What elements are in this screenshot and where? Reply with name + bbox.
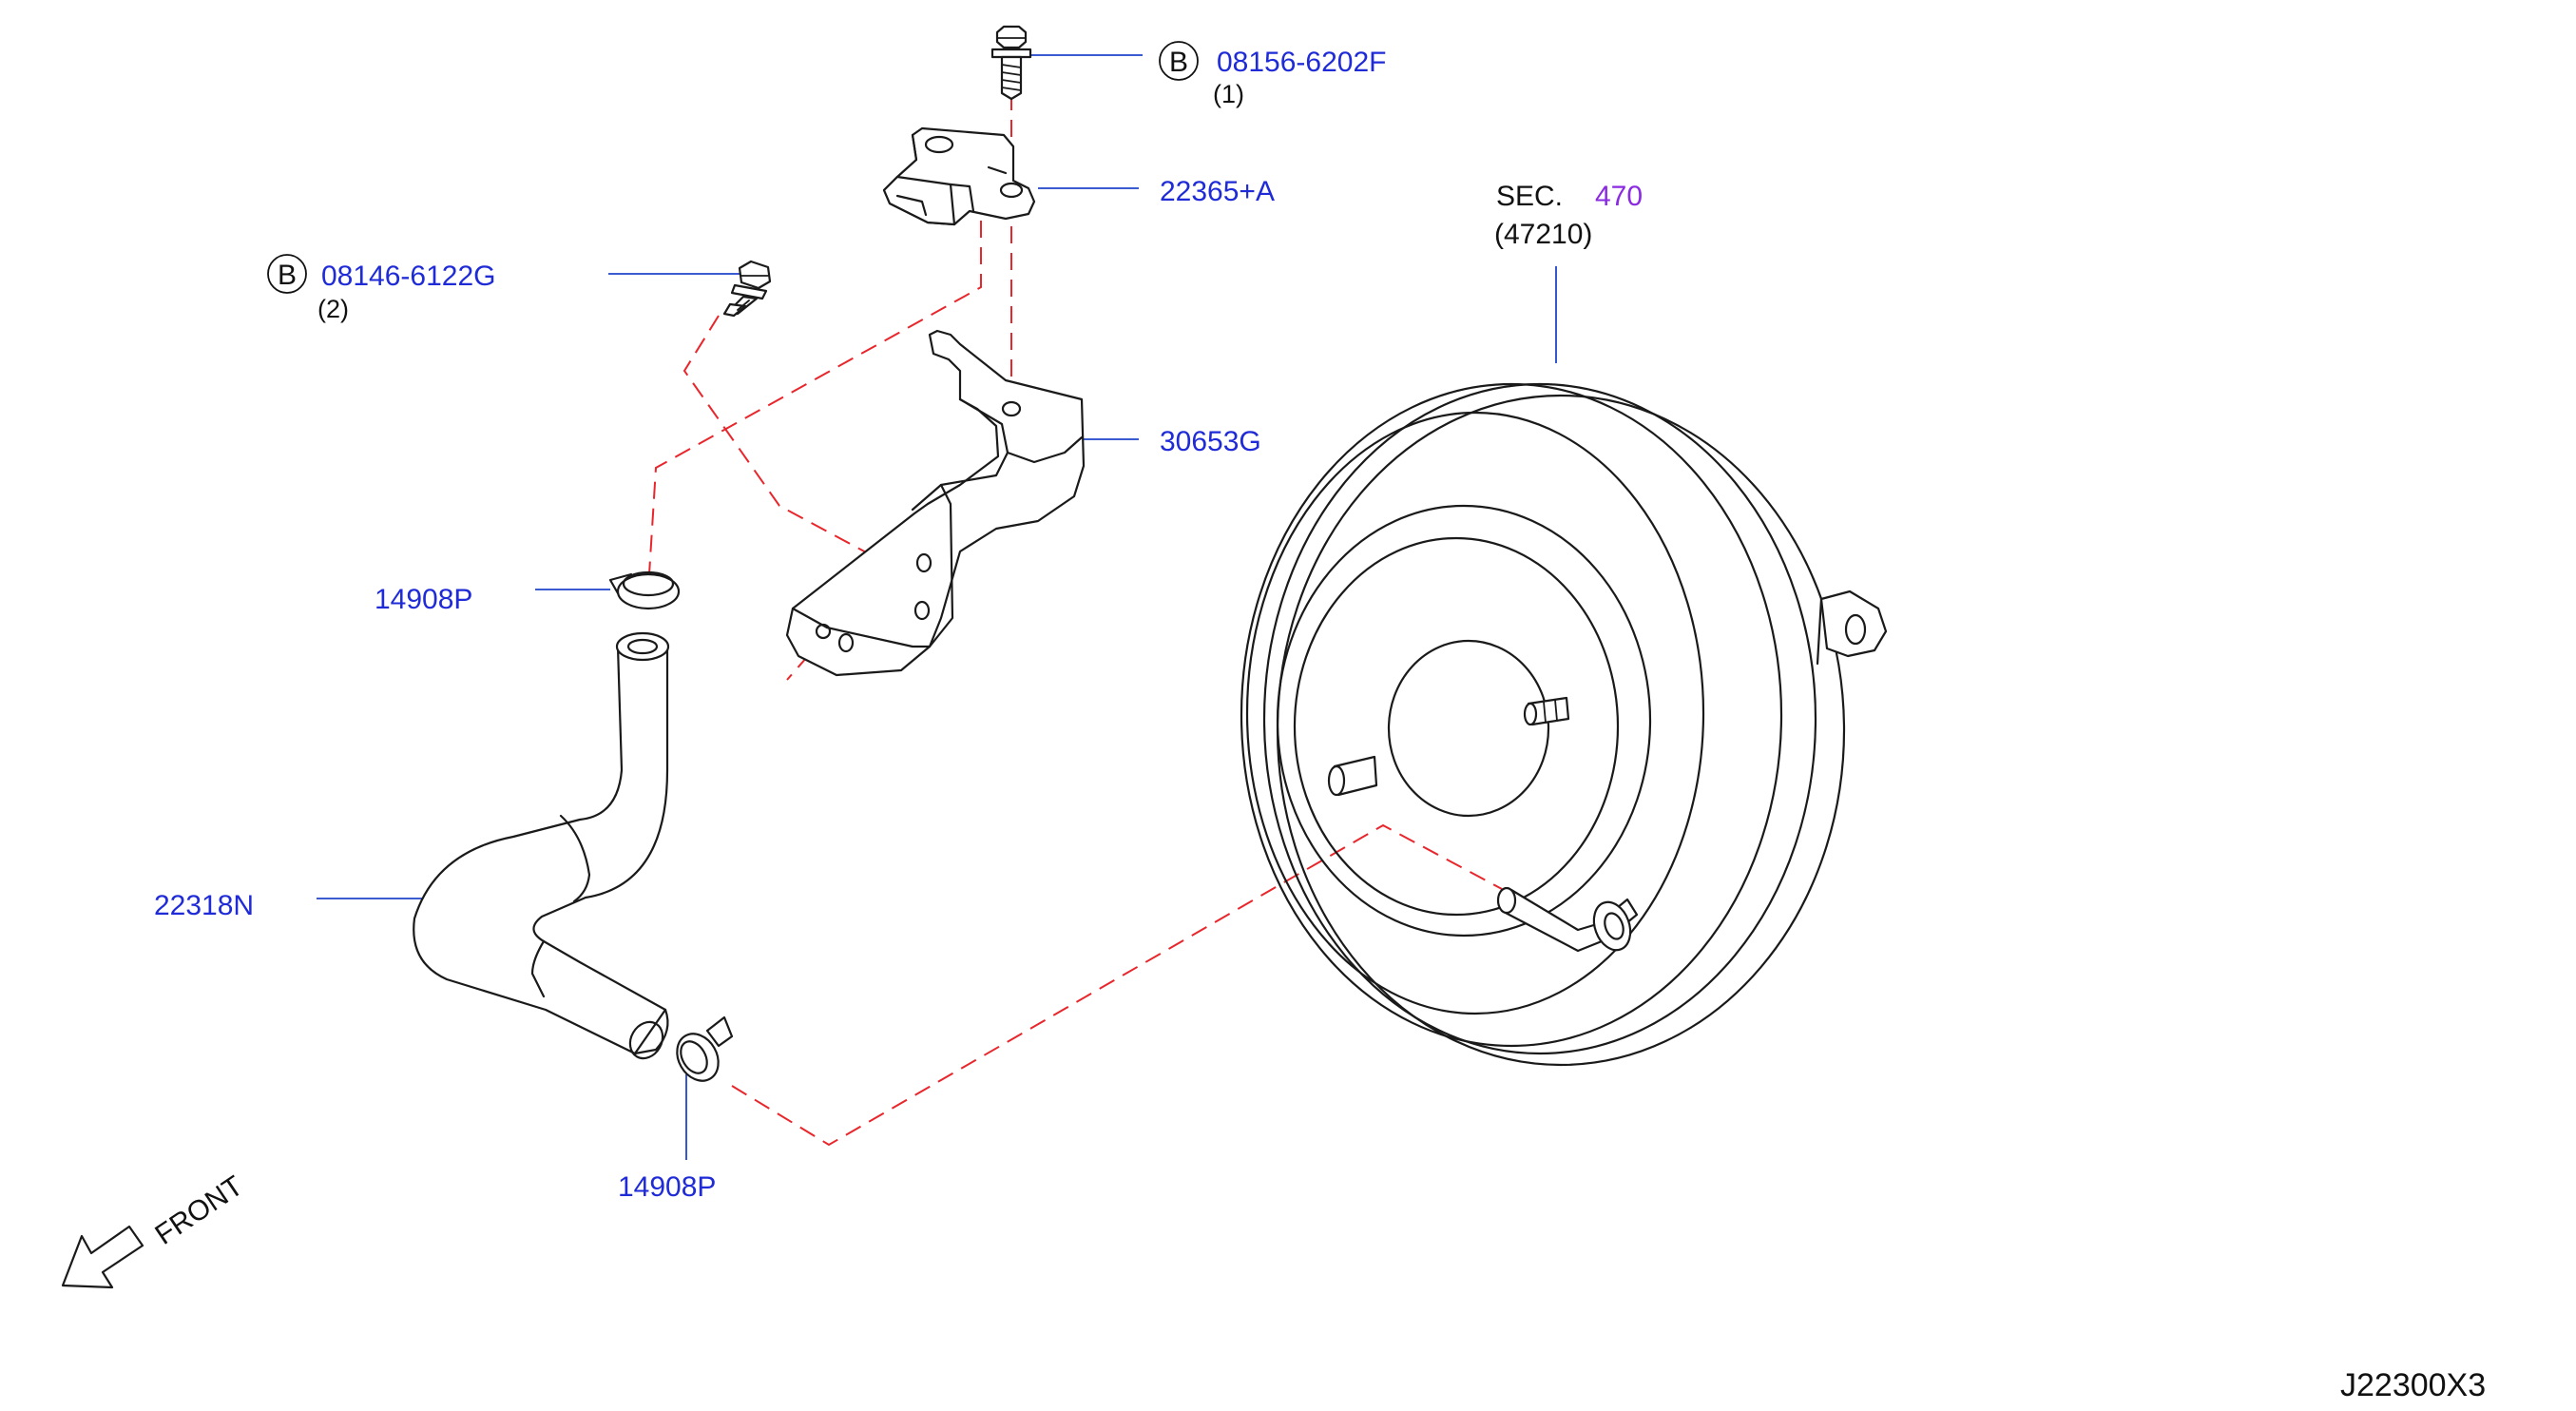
bracket — [785, 329, 1086, 677]
svg-text:B: B — [278, 260, 297, 291]
pressure-sensor — [882, 126, 1036, 226]
section-prefix-label: SEC. — [1496, 181, 1563, 212]
bolt-left-part-label: 08146-6122G — [321, 261, 496, 292]
bolt-left — [722, 260, 772, 318]
drawing-code: J22300X3 — [2340, 1367, 2486, 1403]
sensor-part-label: 22365+A — [1160, 176, 1275, 207]
bolt-top-badge: B — [1159, 41, 1199, 81]
bracket-part-label: 30653G — [1160, 426, 1261, 457]
vacuum-hose — [413, 631, 670, 1060]
leader-lines — [317, 54, 1557, 1160]
bolt-top — [990, 25, 1032, 101]
front-arrow-icon — [61, 1225, 144, 1289]
hose-part-label: 22318N — [154, 890, 254, 921]
bolt-left-badge: B — [267, 254, 307, 294]
bolt-top-qty-label: (1) — [1213, 80, 1244, 108]
bolt-top-part-label: 08156-6202F — [1217, 47, 1386, 78]
clamp-lower-part-label: 14908P — [618, 1171, 716, 1203]
section-number-label: 470 — [1595, 181, 1643, 212]
bolt-left-qty-label: (2) — [317, 295, 349, 323]
front-label: FRONT — [149, 1170, 248, 1251]
clamp-lower — [676, 1015, 734, 1082]
clamp-upper-part-label: 14908P — [375, 584, 472, 615]
svg-text:B: B — [1169, 47, 1188, 78]
section-sub-label: (47210) — [1494, 219, 1592, 250]
clamp-upper — [608, 570, 681, 610]
brake-booster — [1240, 382, 1888, 1067]
